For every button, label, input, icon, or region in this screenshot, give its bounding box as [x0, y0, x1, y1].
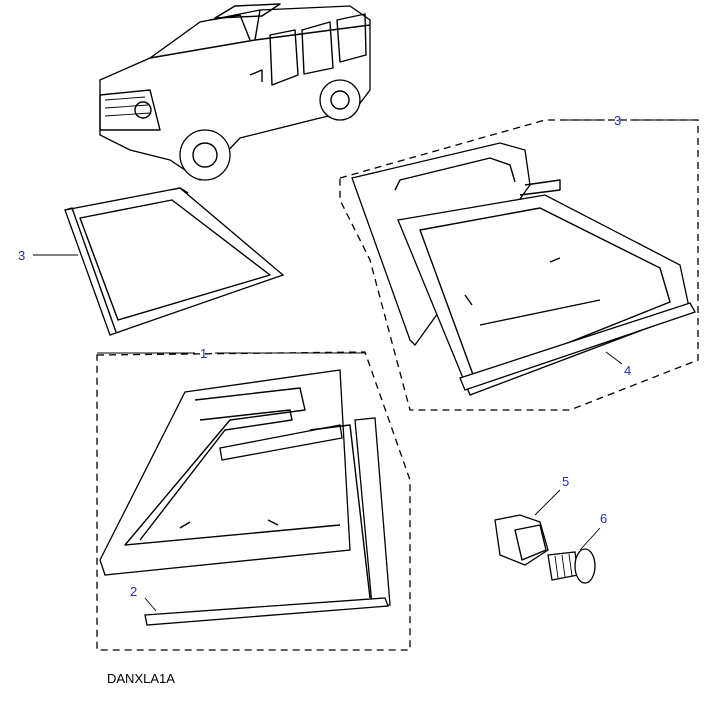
vehicle-illustration	[99, 3, 371, 181]
callout-4: 4	[624, 363, 631, 378]
part-2-seal-strip	[144, 597, 389, 626]
leader-line-5	[534, 489, 561, 516]
leader-line-2	[144, 597, 157, 612]
callout-1: 1	[200, 346, 207, 361]
callout-3-left: 3	[18, 248, 25, 263]
part-1-quarter-glass	[99, 369, 391, 606]
leader-line-6	[579, 527, 601, 551]
callout-2: 2	[130, 584, 137, 599]
callout-5: 5	[562, 474, 569, 489]
part-6-screw	[547, 548, 596, 584]
diagram-code: DANXLA1A	[107, 671, 175, 686]
part-5-clip	[494, 514, 549, 566]
callout-6: 6	[600, 511, 607, 526]
part-3-left-glass	[64, 187, 285, 336]
callout-3-right: 3	[614, 113, 621, 128]
part-3-right-glass	[351, 142, 696, 396]
leader-line-4	[605, 351, 623, 365]
